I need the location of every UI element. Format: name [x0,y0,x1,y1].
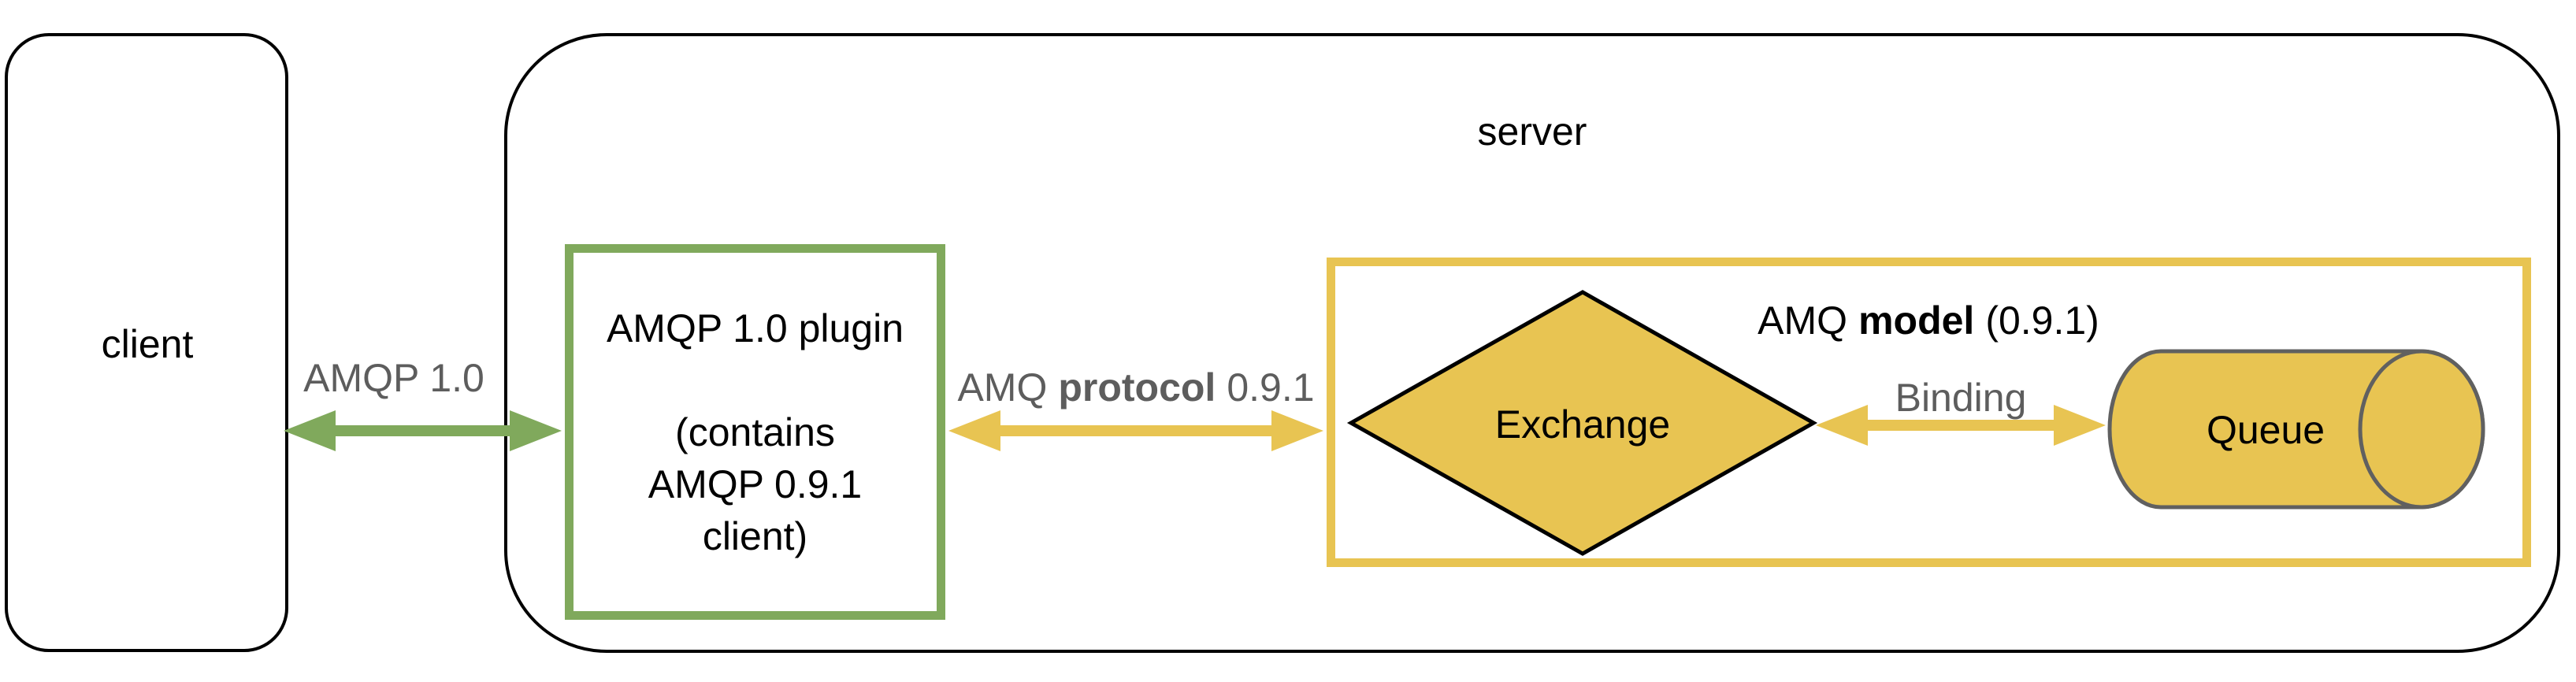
binding-double-arrow [1816,405,2106,446]
amqp10-plugin-box [565,244,945,620]
client-box [5,33,288,652]
client-label: client [101,322,194,366]
queue-lid-ellipse [2358,349,2485,510]
exchange-diamond [1346,290,1818,556]
amq-model-title: AMQ model (0.9.1) [1758,297,2099,344]
amqp10-plugin-text: AMQP 1.0 plugin (contains AMQP 0.9.1 cli… [565,244,945,620]
binding-link-label: Binding [1895,376,2027,420]
amq-model-title-bold: model [1858,298,1975,343]
queue-label: Queue [2206,408,2325,452]
amq-protocol-label-suffix: 0.9.1 [1227,365,1315,410]
exchange-label: Exchange [1494,402,1671,447]
amq-model-title-suffix: (0.9.1) [1985,298,2099,343]
amq-protocol-label-prefix: AMQ [957,365,1048,410]
server-label: server [1477,109,1587,154]
plugin-note-line-3: client) [702,513,808,558]
amq-model-title-prefix: AMQ [1758,298,1848,343]
amq-protocol-label-bold: protocol [1058,365,1216,410]
amq-protocol-double-arrow [948,410,1323,451]
plugin-note-line-1: (contains [675,410,835,454]
amq-protocol-link-label: AMQ protocol 0.9.1 [957,364,1314,411]
amqp10-link-label: AMQP 1.0 [303,356,484,400]
plugin-note-line-2: AMQP 0.9.1 [648,461,863,506]
plugin-title: AMQP 1.0 plugin [606,306,904,350]
amqp10-double-arrow [284,410,562,451]
